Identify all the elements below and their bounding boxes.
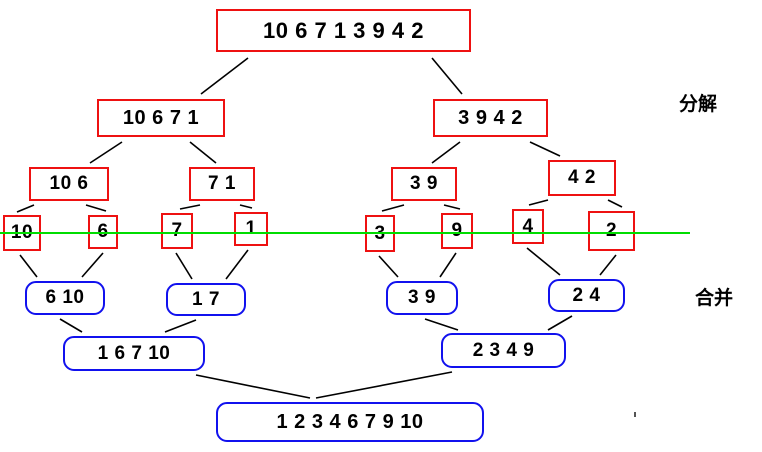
phase-divider-line: [0, 232, 690, 234]
edge-m1a-to-m2a: [59, 318, 83, 333]
edge-root-to-r1: [431, 57, 463, 95]
split-node-l2b: 7 1: [189, 167, 255, 201]
split-node-r2b: 4 2: [548, 160, 616, 196]
divide-phase-label: 分解: [679, 93, 718, 115]
edge-m1d-to-m2b: [547, 315, 573, 331]
merge-node-m1d: 2 4: [548, 279, 625, 312]
edge-root-to-l1: [200, 57, 249, 95]
edge-m1c-to-m2b: [424, 318, 459, 331]
edge-m2b-to-final: [315, 371, 453, 399]
edge-leaf2-to-m1d: [599, 254, 617, 276]
edge-r1-to-r2b: [529, 141, 561, 157]
split-node-leaf7: 7: [161, 213, 193, 249]
split-node-leaf4: 4: [512, 209, 544, 244]
split-node-root: 10 6 7 1 3 9 4 2: [216, 9, 471, 52]
edge-r2a-to-leaf9: [443, 204, 461, 210]
split-node-r1: 3 9 4 2: [433, 99, 548, 137]
edge-r2a-to-leaf3: [381, 204, 405, 212]
merge-node-m1b: 1 7: [166, 283, 246, 316]
merge-phase-label: 合并: [695, 287, 734, 309]
edge-l2b-to-leaf1: [239, 204, 253, 209]
edge-leaf6-to-m1a: [81, 252, 104, 278]
edge-r2b-to-leaf4: [528, 199, 549, 206]
edge-m2a-to-final: [195, 374, 311, 399]
split-node-leaf2: 2: [588, 211, 635, 251]
edge-m1b-to-m2a: [164, 319, 197, 333]
edge-l2b-to-leaf7: [179, 204, 201, 210]
edge-leaf9-to-m1c: [439, 252, 457, 278]
stray-dot-artifact: [634, 412, 636, 417]
edge-leaf4-to-m1d: [526, 247, 561, 276]
split-node-leaf9: 9: [441, 213, 473, 249]
merge-node-m1a: 6 10: [25, 281, 105, 315]
edge-r2b-to-leaf2: [607, 199, 623, 208]
edge-l1-to-l2a: [89, 141, 123, 164]
merge-node-m1c: 3 9: [386, 281, 458, 315]
merge-node-m2b: 2 3 4 9: [441, 333, 566, 368]
edge-leaf1-to-m1b: [225, 249, 249, 280]
merge-node-m2a: 1 6 7 10: [63, 336, 205, 371]
edge-leaf7-to-m1b: [175, 252, 193, 280]
split-node-l2a: 10 6: [29, 167, 109, 201]
edge-leaf10-to-m1a: [19, 254, 38, 278]
edge-l2a-to-leaf6: [85, 204, 107, 212]
split-node-l1: 10 6 7 1: [97, 99, 225, 137]
edge-r1-to-r2a: [431, 141, 461, 164]
edge-leaf3-to-m1c: [378, 255, 399, 278]
split-node-leaf1: 1: [234, 212, 268, 246]
split-node-r2a: 3 9: [391, 167, 457, 201]
edge-l1-to-l2b: [189, 141, 217, 164]
edge-l2a-to-leaf10: [16, 204, 35, 213]
merge-node-final: 1 2 3 4 6 7 9 10: [216, 402, 484, 442]
